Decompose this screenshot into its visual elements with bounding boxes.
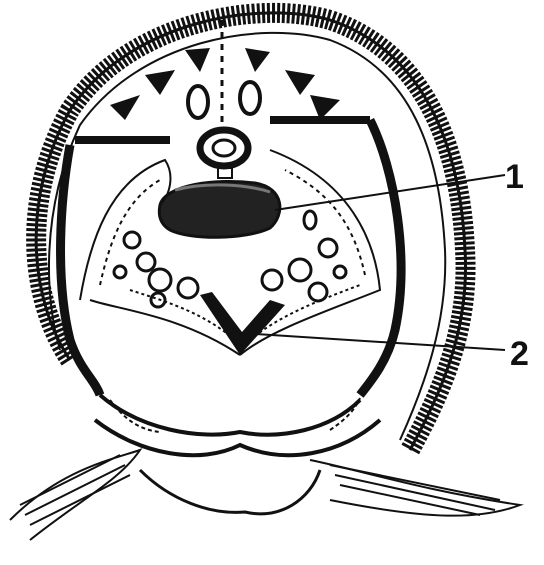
neural-tube xyxy=(188,82,260,178)
ventral-body xyxy=(95,395,380,455)
label-1: 1 xyxy=(505,158,524,196)
label-2: 2 xyxy=(510,335,529,373)
inner-lining xyxy=(61,120,401,395)
ventral-fold xyxy=(200,292,285,355)
lower-appendages xyxy=(10,450,520,540)
central-mass xyxy=(159,181,280,237)
